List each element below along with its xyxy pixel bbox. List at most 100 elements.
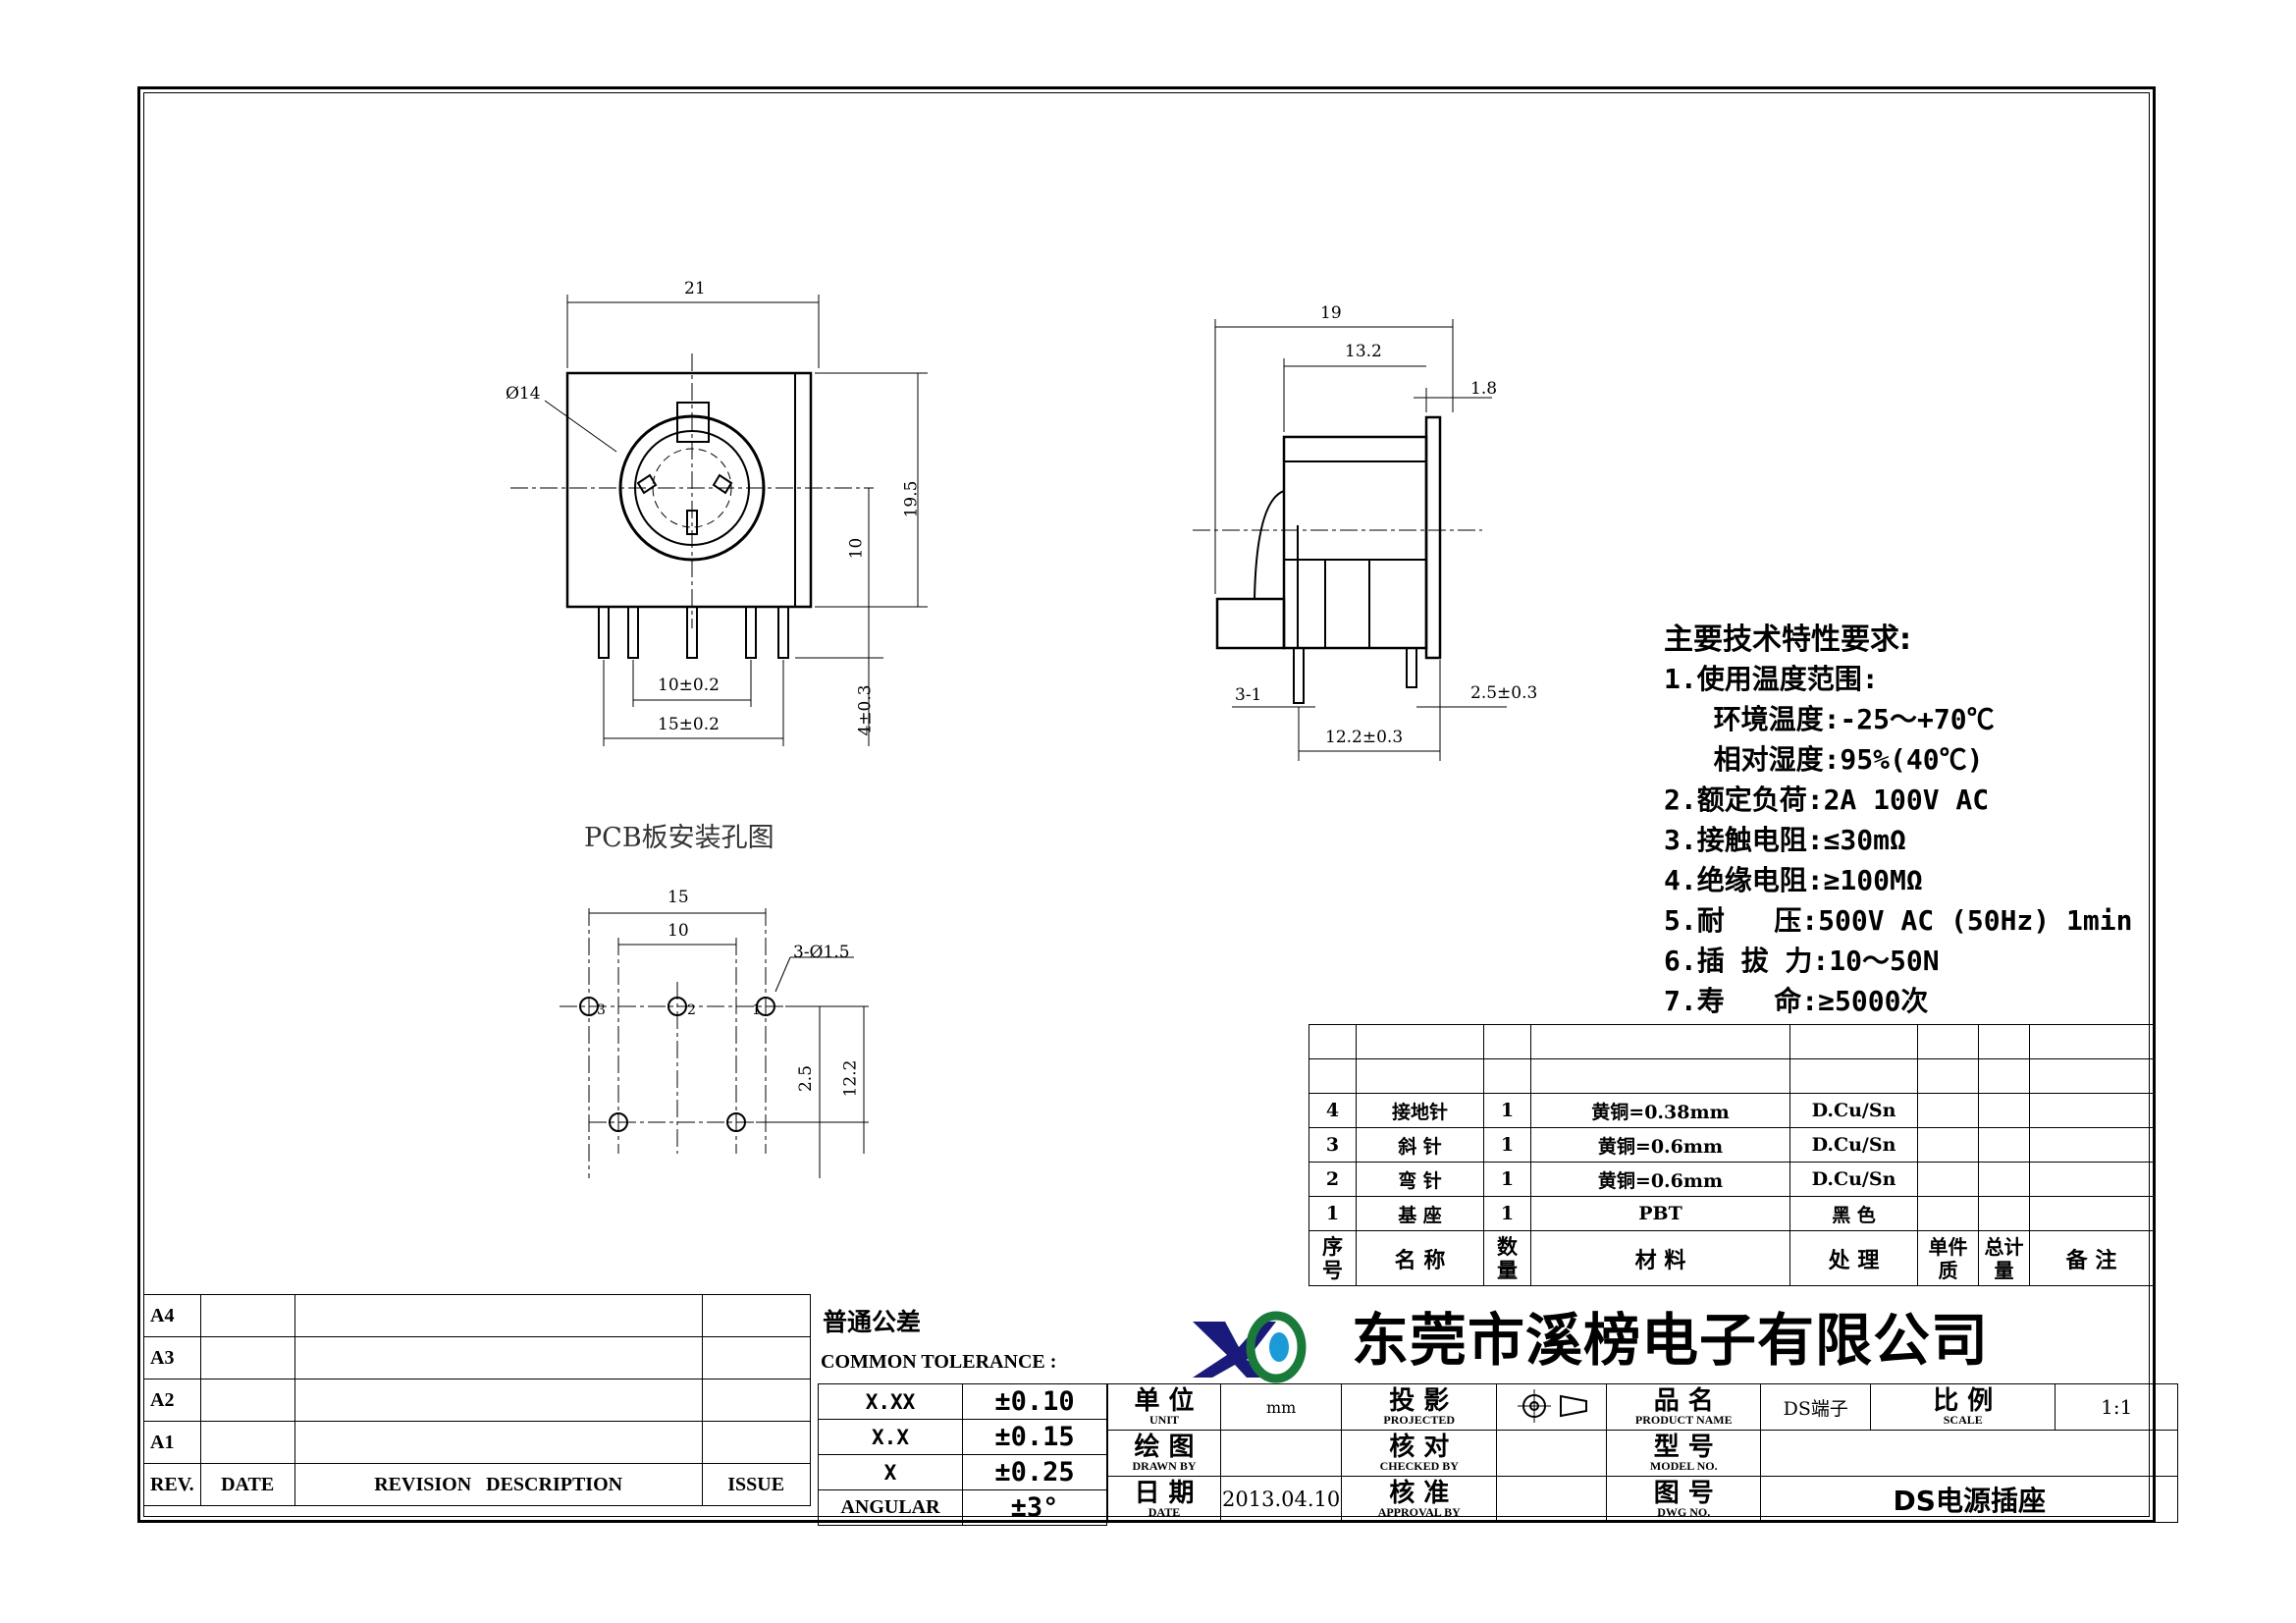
bom-header-unit-wt-2: 质	[1938, 1258, 1958, 1282]
projected-label-en: PROJECTED	[1383, 1413, 1456, 1427]
pcb-hole-label: 1	[752, 1002, 761, 1018]
spec-line: 1.使用温度范围:	[1664, 663, 1879, 695]
dim-diameter: Ø14	[506, 384, 541, 404]
side-view	[1193, 319, 1507, 761]
spec-line: 4.绝缘电阻:≥100MΩ	[1664, 864, 1923, 896]
tolerance-key: ANGULAR	[818, 1489, 963, 1526]
dim-body: 13.2	[1345, 342, 1382, 361]
bom-empty-row	[1308, 1058, 2154, 1094]
bom-treatment: 黑 色	[1789, 1196, 1918, 1231]
dim-pin-length: 4±0.3	[855, 684, 876, 736]
tolerance-value: ±0.10	[962, 1383, 1107, 1420]
pcb-dim-spacing: 10	[667, 921, 689, 941]
tolerance-key: X	[818, 1454, 963, 1490]
bom-name: 接地针	[1356, 1093, 1484, 1128]
projection-cell	[1496, 1383, 1608, 1431]
spec-title: 主要技术特性要求:	[1664, 622, 1911, 657]
bom-header-name: 名 称	[1356, 1230, 1484, 1286]
scale-label-en: SCALE	[1943, 1413, 1983, 1427]
date-label-en: DATE	[1148, 1505, 1181, 1519]
projected-label: 投 影	[1389, 1386, 1450, 1416]
bom-material: 黄铜=0.38mm	[1530, 1093, 1790, 1128]
approval-label: 核 准	[1389, 1479, 1450, 1508]
bom-qty: 1	[1483, 1127, 1531, 1163]
spec-line: 3.接触电阻:≤30mΩ	[1664, 824, 1906, 856]
tolerance-key: X.X	[818, 1419, 963, 1455]
bom-treatment: D.Cu/Sn	[1789, 1093, 1918, 1128]
table-row: A4	[143, 1294, 811, 1337]
pcb-dim-depth: 12.2	[840, 1059, 861, 1098]
approval-label-en: APPROVAL BY	[1377, 1505, 1461, 1519]
company-name: 东莞市溪榜电子有限公司	[1352, 1307, 1990, 1374]
bom-no: 2	[1308, 1162, 1357, 1197]
drawn-label: 绘 图	[1134, 1433, 1195, 1462]
tolerance-table: X.XX ±0.10 X.X±0.15 X±0.25 ANGULAR±3°	[818, 1383, 1107, 1526]
checked-label-en: CHECKED BY	[1379, 1459, 1459, 1473]
date-header: DATE	[199, 1463, 295, 1506]
revision-header-row: REV. DATE REVISION DESCRIPTION ISSUE	[143, 1463, 811, 1506]
date-value: 2013.04.10	[1219, 1476, 1343, 1523]
unit-label-en: UNIT	[1148, 1413, 1179, 1427]
bom-name: 弯 针	[1356, 1162, 1484, 1197]
product-value: DS端子	[1760, 1383, 1872, 1431]
rev-label: A3	[143, 1336, 201, 1380]
bom-treatment: D.Cu/Sn	[1789, 1127, 1918, 1163]
dim-center: 10	[846, 537, 867, 560]
table-row: X±0.25	[818, 1454, 1107, 1490]
bom-qty: 1	[1483, 1093, 1531, 1128]
product-label-en: PRODUCT NAME	[1634, 1413, 1733, 1427]
bom-header-no-1: 序	[1322, 1233, 1343, 1259]
bom-header-row: 序号 名 称 数量 材 料 处 理 单件质 总计量 备 注	[1308, 1230, 2154, 1286]
company-logo-mark	[1193, 1311, 1307, 1383]
dim-height: 19.5	[901, 480, 922, 518]
bom-header-qty-1: 数	[1497, 1233, 1518, 1259]
tolerance-value: ±0.15	[962, 1419, 1107, 1455]
model-label: 型 号	[1653, 1433, 1714, 1462]
tolerance-title-cn: 普通公差	[823, 1308, 922, 1336]
bom-empty-row	[1308, 1024, 2154, 1059]
rev-label: A4	[143, 1294, 201, 1337]
front-view	[510, 295, 928, 746]
tolerance-value: ±0.25	[962, 1454, 1107, 1490]
scale-value: 1:1	[2055, 1383, 2179, 1431]
spec-line: 6.插 拔 力:10～50N	[1664, 945, 1940, 977]
dim-pin-span: 15±0.2	[658, 715, 720, 734]
table-row: X.X±0.15	[818, 1419, 1107, 1455]
pcb-dim-holes: 3-Ø1.5	[793, 943, 850, 962]
rev-header: REV.	[143, 1463, 201, 1506]
dwg-label-en: DWG NO.	[1657, 1505, 1711, 1519]
table-row: ANGULAR±3°	[818, 1489, 1107, 1526]
rev-label: A1	[143, 1421, 201, 1464]
table-row: A3	[143, 1336, 811, 1380]
pcb-hole-label: 3	[597, 1002, 606, 1018]
drawn-label-en: DRAWN BY	[1132, 1459, 1197, 1473]
spec-line: 相对湿度:95%(40℃)	[1664, 743, 1984, 776]
dim-width: 21	[684, 279, 706, 298]
pcb-dim-row: 2.5	[796, 1064, 817, 1093]
bom-name: 基 座	[1356, 1196, 1484, 1231]
date-label: 日 期	[1134, 1479, 1195, 1508]
unit-label: 单 位	[1134, 1386, 1195, 1416]
dim-offset: 2.5±0.3	[1470, 683, 1538, 703]
bom-header-total-wt-2: 量	[1994, 1258, 2014, 1282]
rev-label: A2	[143, 1379, 201, 1422]
description-header: REVISION DESCRIPTION	[294, 1463, 703, 1506]
table-row: A1	[143, 1421, 811, 1464]
revision-table: A4 A3 A2 A1 REV. DATE REVISION DESCRIPTI…	[143, 1294, 811, 1506]
bom-header-qty-2: 量	[1497, 1257, 1518, 1282]
bom-header-no-2: 号	[1322, 1257, 1343, 1282]
bom-header-treatment: 处 理	[1789, 1230, 1918, 1286]
dim-pin-spacing: 10±0.2	[658, 676, 720, 695]
bom-header-total-wt-1: 总计	[1984, 1234, 2024, 1259]
dwg-value: DS电源插座	[1760, 1476, 2179, 1523]
bom-material: 黄铜=0.6mm	[1530, 1127, 1790, 1163]
tolerance-value: ±3°	[962, 1489, 1107, 1526]
